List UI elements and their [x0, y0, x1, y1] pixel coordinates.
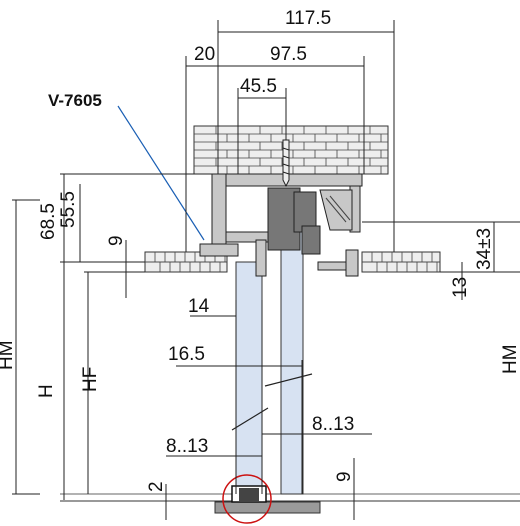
dim-gap-9-top: 9 [106, 235, 127, 246]
ceiling-brick-block [193, 125, 389, 175]
dim-bottom-2: 2 [146, 481, 167, 492]
dim-hm-right: HM [500, 344, 520, 374]
dim-depth-13: 13 [450, 277, 471, 298]
dim-hm-left: HM [0, 340, 17, 370]
dim-screw-offset: 45.5 [240, 76, 277, 97]
sliding-glass-panel [280, 221, 304, 495]
dim-left-offset: 20 [194, 44, 215, 65]
floor-guide [231, 485, 267, 503]
top-dimension-lines [185, 20, 395, 252]
dim-gap-14: 14 [188, 296, 210, 317]
right-wall-strip [361, 251, 441, 273]
dim-gap-16-5: 16.5 [168, 344, 205, 365]
screw-icon [282, 139, 290, 188]
dim-hf: HF [80, 367, 101, 392]
gap-dimension-lines [166, 300, 372, 494]
dim-gap-8-13-left: 8..13 [166, 436, 208, 457]
dim-height-55-5: 55.5 [58, 191, 79, 228]
dim-tol-34: 34±3 [474, 228, 495, 270]
dim-height-68-5: 68.5 [38, 203, 59, 240]
dim-overall-width: 117.5 [285, 8, 331, 29]
left-wall-strip [144, 251, 228, 273]
callout-circle [222, 474, 272, 524]
dim-gap-8-13-right: 8..13 [312, 414, 354, 435]
aluminium-profile [199, 173, 363, 277]
part-label: V-7605 [48, 91, 102, 110]
right-dimension-lines [353, 221, 520, 520]
leader-line [117, 105, 205, 241]
left-dimension-lines [12, 173, 212, 520]
dim-profile-width: 97.5 [270, 44, 307, 65]
floor-slab [60, 493, 520, 514]
dim-h: H [36, 384, 57, 398]
dim-bottom-9: 9 [334, 471, 355, 482]
fixed-glass-panel [235, 261, 263, 495]
